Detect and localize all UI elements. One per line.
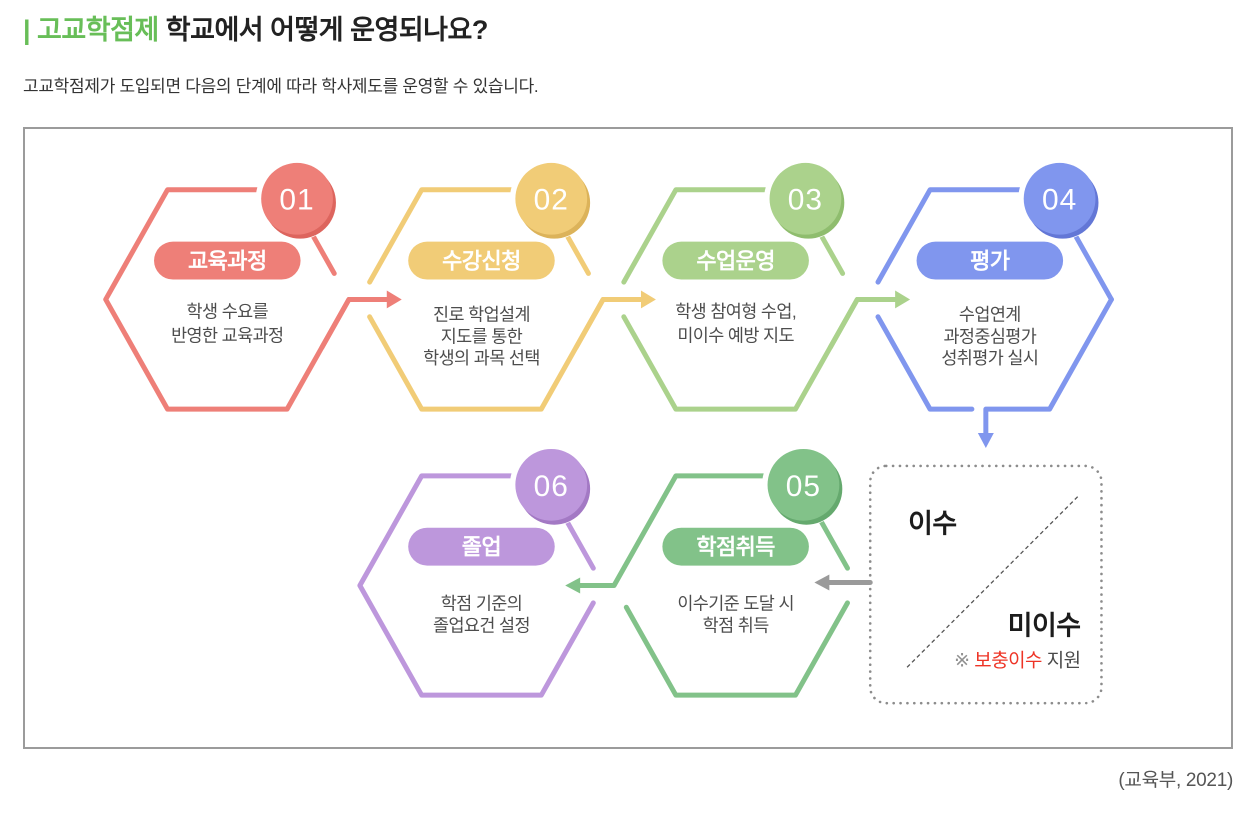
step-3-number: 03 <box>788 184 823 217</box>
step-2: 02 수강신청 진로 학업설계 지도를 통한 학생의 과목 선택 <box>367 157 656 412</box>
step-4-hexagon-upper <box>875 187 1114 302</box>
arrow-step-4-down-head <box>977 433 994 448</box>
step-5-badge <box>767 448 840 521</box>
step-4-hexagon-lower <box>875 314 975 412</box>
step-2-badge <box>515 162 588 235</box>
step-2-label: 수강신청 <box>442 249 521 274</box>
step-1-label: 교육과정 <box>188 249 267 274</box>
diagram-frame: 01 교육과정 학생 수요를 반영한 교육과정 02 수강신청 진로 학업설계 … <box>23 127 1233 749</box>
step-1-badge <box>261 162 333 235</box>
step-5-desc-line1: 이수기준 도달 시 <box>677 593 794 613</box>
step-4-desc-line3: 성취평가 실시 <box>941 348 1038 368</box>
arrow-step-5-to-6-head <box>565 577 581 594</box>
result-note-highlight: 보충이수 <box>974 649 1042 671</box>
step-4-desc-line1: 수업연계 <box>959 304 1021 324</box>
result-box: 이수 미이수 ※ 보충이수 지원 <box>814 464 1103 705</box>
arrow-step-1-to-2 <box>319 296 390 350</box>
step-6-number: 06 <box>534 470 569 503</box>
arrow-step-4-down <box>983 296 1114 438</box>
arrow-step-2-to-3 <box>573 296 644 350</box>
step-2-desc-line3: 학생의 과목 선택 <box>423 348 540 368</box>
step-1-desc-line2: 반영한 교육과정 <box>171 325 283 345</box>
step-1-number: 01 <box>279 184 314 217</box>
step-6: 06 졸업 학점 기준의 졸업요건 설정 <box>357 443 596 698</box>
step-3-label-pill <box>662 241 809 280</box>
arrow-step-1-to-2-head <box>386 290 402 309</box>
step-3: 03 수업운영 학생 참여형 수업, 미이수 예방 지도 <box>621 157 911 412</box>
result-fail-label: 미이수 <box>1008 610 1081 640</box>
step-4-number: 04 <box>1042 184 1077 217</box>
process-diagram: 01 교육과정 학생 수요를 반영한 교육과정 02 수강신청 진로 학업설계 … <box>103 157 1114 705</box>
step-4-desc-line2: 과정중심평가 <box>943 326 1036 346</box>
result-note-prefix: ※ <box>954 650 974 671</box>
step-2-hexagon-lower <box>367 296 606 412</box>
step-5: 05 학점취득 이수기준 도달 시 학점 취득 <box>565 443 850 698</box>
step-4-label: 평가 <box>970 249 1010 274</box>
step-6-badge <box>515 448 588 521</box>
step-2-desc-line1: 진로 학업설계 <box>433 304 530 324</box>
arrow-resultbox-to-step-5-head <box>814 574 830 591</box>
page-title-accent: | 고교학점제 <box>23 15 159 45</box>
arrow-step-2-to-3-head <box>640 290 656 309</box>
step-5-label-pill <box>662 527 809 566</box>
result-pass-label: 이수 <box>908 509 957 539</box>
step-3-label: 수업운영 <box>696 249 775 274</box>
step-6-desc-line1: 학점 기준의 <box>441 593 522 613</box>
step-5-label: 학점취득 <box>696 535 775 560</box>
step-1: 01 교육과정 학생 수요를 반영한 교육과정 <box>103 157 402 412</box>
arrow-step-3-to-4-head <box>895 290 911 309</box>
step-6-label: 졸업 <box>462 535 501 560</box>
page-subtitle: 고교학점제가 도입되면 다음의 단계에 따라 학사제도를 운영할 수 있습니다. <box>23 77 539 96</box>
step-4-badge <box>1023 162 1096 235</box>
step-4: 04 평가 수업연계 과정중심평가 성취평가 실시 <box>875 157 1114 448</box>
result-note: ※ 보충이수 지원 <box>954 649 1080 671</box>
step-3-hexagon-lower <box>621 296 860 412</box>
pass-fail-divider <box>906 495 1080 668</box>
step-6-desc-line2: 졸업요건 설정 <box>433 615 530 635</box>
result-note-suffix: 지원 <box>1042 649 1081 671</box>
step-5-number: 05 <box>786 470 821 503</box>
step-3-desc-line1: 학생 참여형 수업, <box>675 301 796 321</box>
page-title: | 고교학점제 학교에서 어떻게 운영되나요? <box>23 14 1233 46</box>
step-3-badge <box>769 162 842 235</box>
step-4-label-pill <box>916 241 1064 280</box>
step-2-number: 02 <box>534 184 569 217</box>
arrow-step-3-to-4 <box>827 296 898 350</box>
step-5-desc-line2: 학점 취득 <box>703 615 770 635</box>
step-1-desc-line1: 학생 수요를 <box>187 301 269 321</box>
step-6-label-pill <box>408 527 555 566</box>
step-3-desc-line2: 미이수 예방 지도 <box>677 325 794 345</box>
step-2-label-pill <box>408 241 555 280</box>
source-citation: (교육부, 2021) <box>1118 770 1233 791</box>
step-1-label-pill <box>154 241 301 280</box>
step-5-hexagon-lower <box>623 600 850 698</box>
step-2-desc-line2: 지도를 통한 <box>441 326 523 346</box>
page-title-rest: 학교에서 어떻게 운영되나요? <box>158 15 489 45</box>
